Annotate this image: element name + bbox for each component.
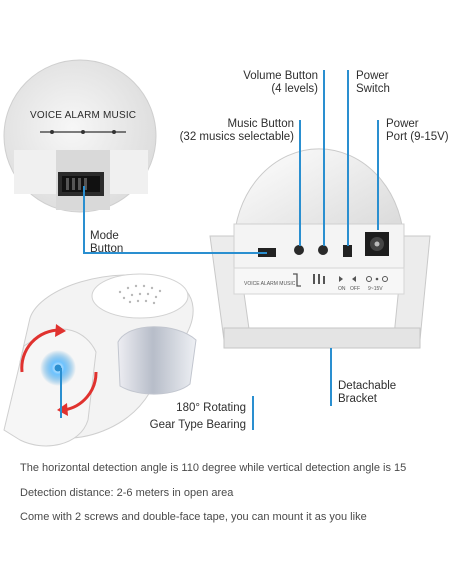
label-voice: VOICE bbox=[30, 110, 63, 121]
power-switch-callout: Power Switch bbox=[356, 70, 390, 96]
caption-mounting: Come with 2 screws and double-face tape,… bbox=[20, 511, 367, 523]
music-title: Music Button bbox=[227, 118, 294, 130]
device-on-label: ON bbox=[338, 286, 346, 292]
power-switch-leader bbox=[347, 70, 349, 246]
volume-leader bbox=[323, 70, 325, 246]
power-port-sub: Port (9-15V) bbox=[386, 131, 449, 143]
mode-leader-v bbox=[83, 186, 85, 252]
power-port-leader bbox=[377, 120, 379, 230]
device-side-modes: VOICE ALARM MUSIC bbox=[244, 281, 296, 287]
volume-sub: (4 levels) bbox=[271, 83, 318, 95]
bracket-title: Detachable bbox=[338, 380, 397, 392]
device-body bbox=[209, 148, 431, 349]
zoom-mode-labels: VOICE ALARM MUSIC bbox=[30, 110, 136, 121]
power-switch-sub: Switch bbox=[356, 83, 390, 95]
music-leader bbox=[299, 120, 301, 246]
zoom-circle bbox=[3, 59, 157, 213]
device-voltage-label: 9~15V bbox=[368, 286, 383, 292]
label-music: MUSIC bbox=[103, 110, 137, 121]
volume-callout: Volume Button (4 levels) bbox=[214, 70, 318, 96]
bracket-sub: Bracket bbox=[338, 393, 377, 405]
bracket-callout: Detachable Bracket bbox=[338, 380, 396, 406]
mode-callout: Mode Button bbox=[90, 230, 123, 256]
device-off-label: OFF bbox=[350, 286, 360, 292]
rotating-leader bbox=[252, 396, 254, 430]
sensor-head bbox=[3, 273, 197, 447]
power-port-title: Power bbox=[386, 118, 419, 130]
power-port-callout: Power Port (9-15V) bbox=[386, 118, 449, 144]
music-callout: Music Button (32 musics selectable) bbox=[156, 118, 294, 144]
mode-title: Mode bbox=[90, 230, 119, 242]
rotating-sub: Gear Type Bearing bbox=[149, 419, 246, 431]
power-switch-title: Power bbox=[356, 70, 389, 82]
mode-leader-h bbox=[83, 252, 267, 254]
caption-detection-angle: The horizontal detection angle is 110 de… bbox=[20, 462, 407, 474]
rotating-callout: 180° Rotating Gear Type Bearing bbox=[140, 402, 246, 432]
volume-title: Volume Button bbox=[243, 70, 318, 82]
caption-detection-distance: Detection distance: 2-6 meters in open a… bbox=[20, 487, 234, 499]
rotating-leader-dot bbox=[60, 368, 62, 418]
rotating-title: 180° Rotating bbox=[176, 402, 246, 414]
bracket-leader bbox=[330, 348, 332, 406]
music-sub: (32 musics selectable) bbox=[179, 131, 294, 143]
mode-sub: Button bbox=[90, 243, 124, 255]
label-alarm: ALARM bbox=[64, 110, 101, 121]
